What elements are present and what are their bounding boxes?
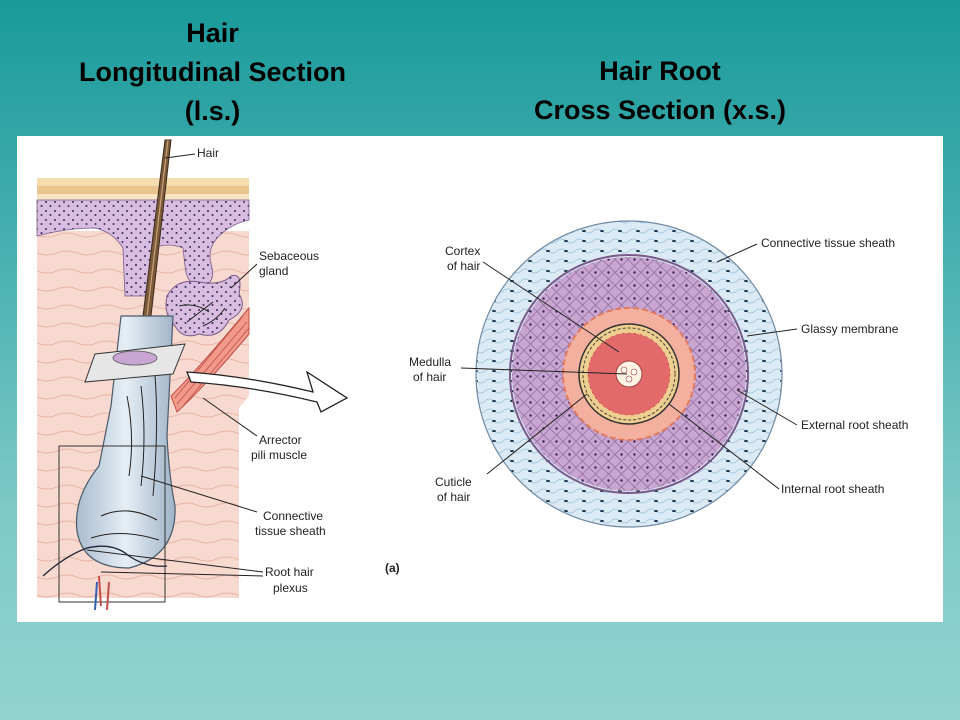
label-cortex-line-2: of hair bbox=[447, 259, 480, 273]
follicle-sheath bbox=[75, 315, 176, 569]
glassy-membrane-ring bbox=[509, 254, 749, 494]
bulb-region-box bbox=[58, 445, 166, 603]
label-cortex-line-1: Cortex bbox=[445, 244, 480, 258]
label-connective-tissue-sheath: Connective tissue sheath bbox=[761, 236, 895, 250]
label-cuticle-line-2: of hair bbox=[437, 490, 470, 504]
label-sebaceous-line-1: Sebaceous bbox=[259, 249, 319, 263]
panel-tag: (a) bbox=[385, 561, 400, 575]
label-cuticle-line-1: Cuticle bbox=[435, 475, 472, 489]
label-glassy-membrane: Glassy membrane bbox=[801, 322, 899, 336]
arrow-to-cross-section bbox=[186, 370, 349, 413]
cross-section-illustration: Cortex of hair Medulla of hair Cuticle o… bbox=[385, 220, 908, 575]
left-title: Hair Longitudinal Section (l.s.) bbox=[40, 14, 385, 131]
label-arrector-line-2: pili muscle bbox=[251, 448, 307, 462]
left-title-line-3: (l.s.) bbox=[184, 96, 241, 126]
epidermis bbox=[36, 199, 250, 297]
label-hair: Hair bbox=[197, 146, 219, 160]
label-internal-root-sheath: Internal root sheath bbox=[781, 482, 884, 496]
label-arrector-line-1: Arrector bbox=[259, 433, 302, 447]
label-root-plexus-line-2: plexus bbox=[273, 581, 308, 595]
label-medulla-line-2: of hair bbox=[413, 370, 446, 384]
right-title-line-1: Hair Root bbox=[599, 56, 721, 86]
skin-surface-band bbox=[37, 178, 249, 186]
left-title-line-1: Hair bbox=[186, 18, 239, 48]
root-hair-plexus bbox=[42, 545, 168, 577]
left-title-line-2: Longitudinal Section bbox=[79, 57, 346, 87]
label-connective-line-2: tissue sheath bbox=[255, 524, 326, 538]
diagram-svg: Hair Sebaceous gland Arrector pili muscl… bbox=[36, 139, 908, 611]
label-medulla-line-1: Medulla bbox=[409, 355, 451, 369]
diagram-panel: Hair Sebaceous gland Arrector pili muscl… bbox=[17, 136, 943, 622]
label-connective-line-1: Connective bbox=[263, 509, 323, 523]
label-root-plexus-line-1: Root hair bbox=[265, 565, 314, 579]
label-sebaceous-line-2: gland bbox=[259, 264, 288, 278]
right-title-line-2: Cross Section (x.s.) bbox=[533, 95, 787, 125]
label-external-root-sheath: External root sheath bbox=[801, 418, 908, 432]
sebaceous-gland bbox=[165, 274, 243, 337]
right-title: Hair Root Cross Section (x.s.) bbox=[470, 52, 850, 130]
longitudinal-section-illustration: Hair Sebaceous gland Arrector pili muscl… bbox=[36, 139, 349, 611]
